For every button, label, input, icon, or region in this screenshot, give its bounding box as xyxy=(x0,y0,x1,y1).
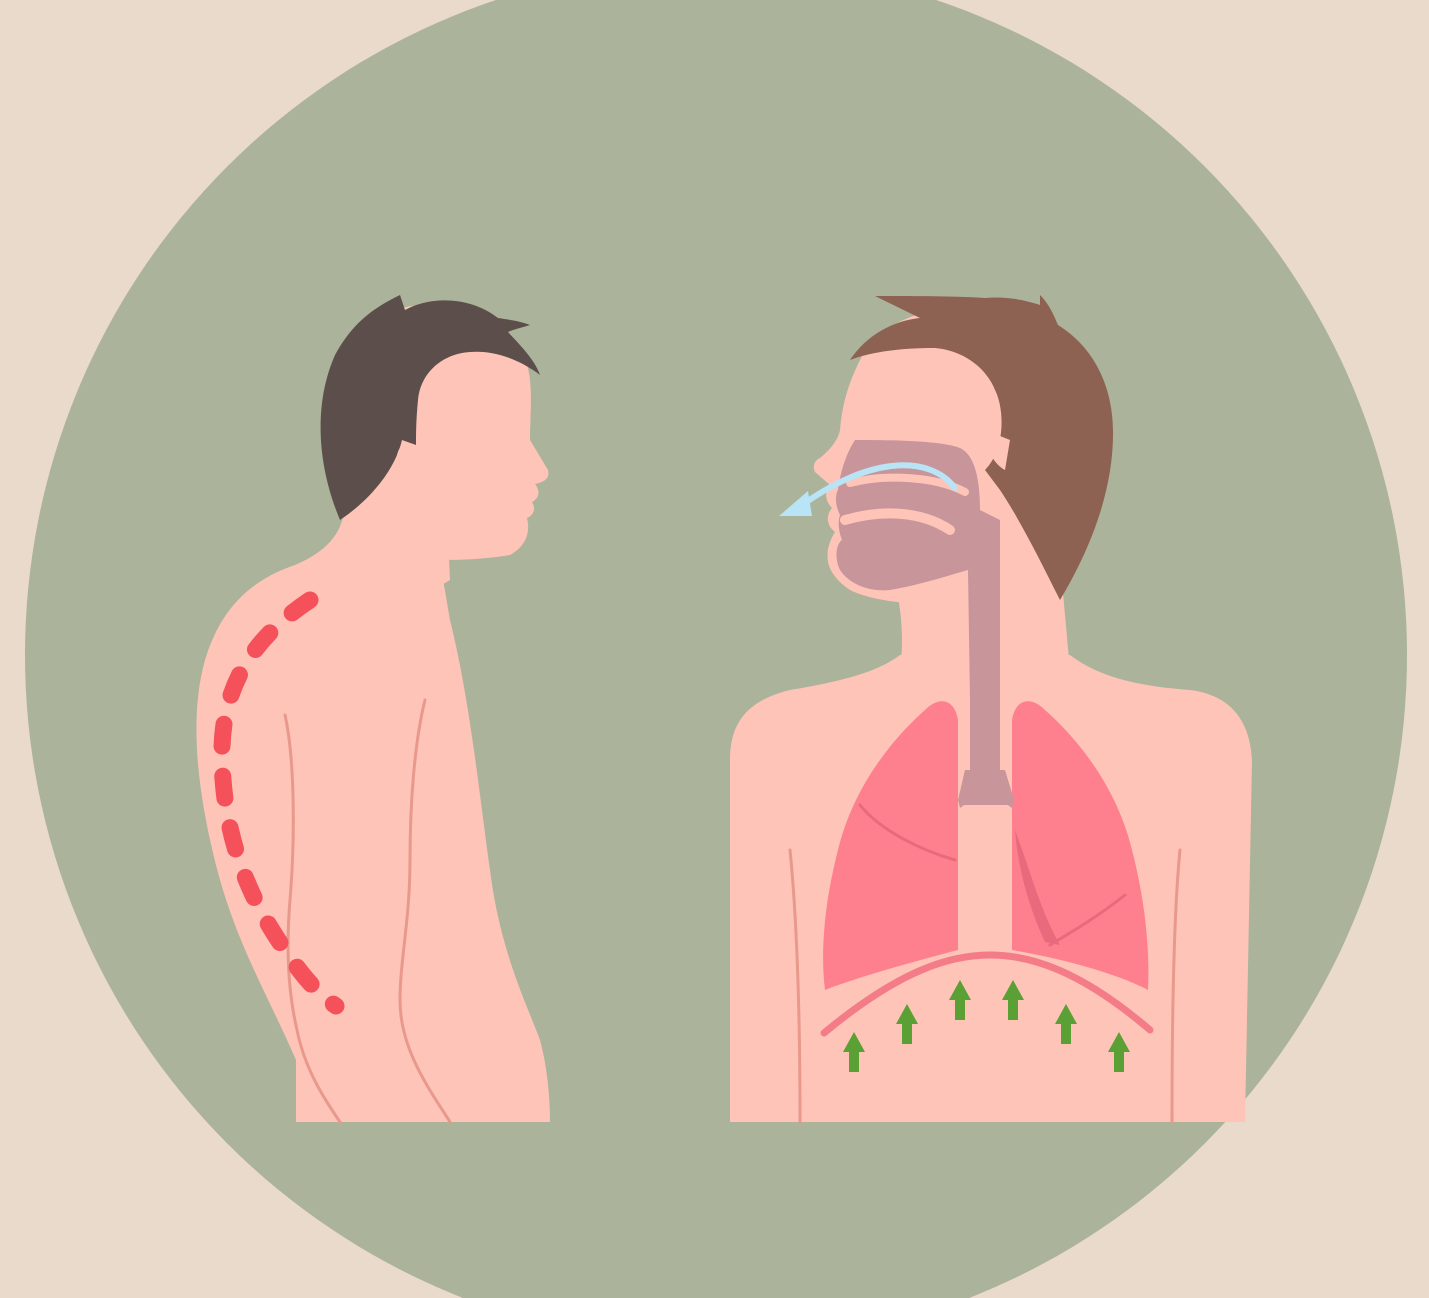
illustration-canvas xyxy=(0,0,1429,1298)
